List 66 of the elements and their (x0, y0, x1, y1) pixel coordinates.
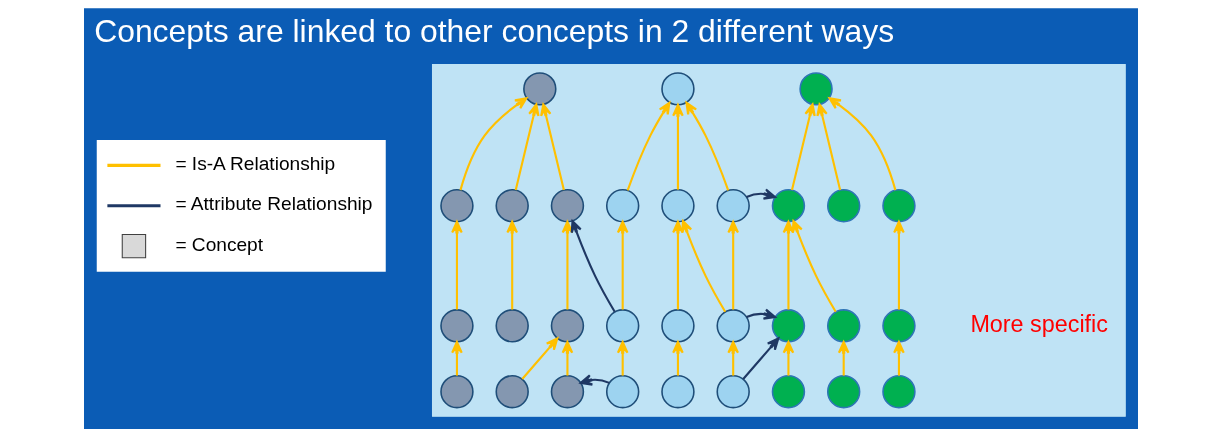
arrow (726, 220, 739, 310)
arrow (741, 337, 779, 380)
node-circle (798, 72, 833, 106)
arrow (671, 340, 684, 376)
node-circle (826, 189, 860, 223)
node-circle (826, 309, 860, 343)
arrow (458, 97, 527, 191)
arrow (815, 103, 841, 191)
node-circle (826, 374, 860, 409)
node-circle (550, 189, 584, 223)
node-circle (771, 374, 805, 409)
node-circle (771, 309, 805, 343)
node-circle (715, 189, 750, 223)
node-circle (605, 309, 639, 343)
arrow (892, 340, 905, 376)
arrow (570, 220, 616, 313)
legend-label: = Attribute Relationship (174, 193, 372, 215)
arrow (837, 340, 850, 376)
arrow (684, 101, 729, 191)
arrow (539, 103, 565, 191)
node-circle (605, 374, 639, 409)
node-circle (522, 72, 557, 106)
arrow (745, 308, 776, 320)
node-circle (881, 189, 916, 223)
arrow (520, 337, 558, 380)
arrow (671, 103, 684, 190)
node-circle (660, 189, 695, 223)
node-circle (881, 309, 916, 343)
arrow (561, 340, 573, 376)
legend-label: = Is-A Relationship (174, 153, 335, 175)
node-circle (494, 189, 529, 223)
arrow (790, 103, 816, 191)
node-circle (881, 374, 916, 409)
node-circle (660, 309, 695, 343)
node-circle (660, 72, 695, 106)
diagram-title: Concepts are linked to other concepts in 2 different ways (93, 13, 894, 50)
arrow (505, 220, 518, 310)
arrow (782, 340, 794, 376)
node-circle (771, 189, 805, 223)
label: More specific (969, 310, 1108, 337)
arrow (791, 220, 837, 313)
arrow (626, 101, 670, 191)
node-circle (439, 309, 474, 343)
legend-label: = Concept (174, 233, 263, 255)
arrow (450, 220, 463, 310)
arrow (827, 97, 896, 191)
arrow (450, 340, 463, 376)
arrow (616, 340, 629, 376)
arrow (579, 374, 610, 386)
arrow (726, 340, 739, 376)
arrow (745, 188, 776, 200)
node-circle (660, 374, 695, 409)
node-circle (439, 189, 474, 223)
arrow (616, 220, 629, 310)
node-circle (494, 374, 529, 409)
node-circle (605, 189, 639, 223)
node-circle (550, 374, 584, 409)
arrow (892, 220, 905, 310)
arrow (680, 220, 726, 313)
node-circle (715, 309, 750, 343)
node-circle (715, 374, 750, 409)
node-circle (439, 374, 474, 409)
node-circle (494, 309, 529, 343)
node-circle (550, 309, 584, 343)
cluster (431, 63, 1126, 417)
arrow (514, 103, 540, 191)
